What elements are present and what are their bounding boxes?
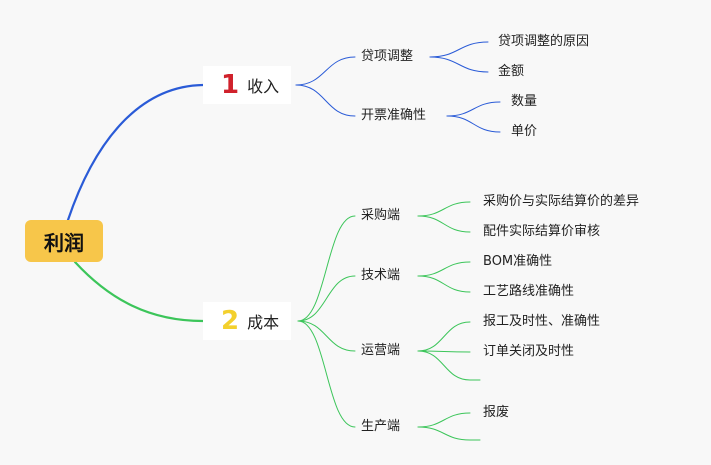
connector-production-item-0 bbox=[417, 412, 471, 428]
group-invoice-accuracy[interactable]: 开票准确性 bbox=[361, 108, 427, 123]
leaf-parts-settlement-audit[interactable]: 配件实际结算价审核 bbox=[483, 224, 601, 239]
root-label: 利润 bbox=[44, 230, 84, 255]
connector-credit-item-0 bbox=[429, 41, 489, 58]
leaf-bom-accuracy[interactable]: BOM准确性 bbox=[483, 254, 553, 269]
group-operations[interactable]: 运营端 bbox=[361, 343, 401, 358]
group-technical[interactable]: 技术端 bbox=[361, 268, 401, 283]
leaf-reporting-timeliness[interactable]: 报工及时性、准确性 bbox=[483, 314, 601, 329]
leaf-unit-price[interactable]: 单价 bbox=[511, 124, 538, 139]
root-node[interactable]: 利润 bbox=[25, 220, 103, 262]
connector-operations-item-2 bbox=[417, 350, 471, 381]
connector-revenue-group-1 bbox=[295, 84, 356, 117]
leaf-order-closing[interactable]: 订单关闭及时性 bbox=[483, 344, 575, 359]
leaf-routing-accuracy[interactable]: 工艺路线准确性 bbox=[483, 284, 575, 299]
leaf-quantity[interactable]: 数量 bbox=[511, 94, 538, 109]
connector-invoice-item-1 bbox=[446, 115, 501, 133]
leaf-credit-reason[interactable]: 贷项调整的原因 bbox=[498, 34, 590, 49]
connector-technical-item-1 bbox=[417, 275, 471, 293]
group-production[interactable]: 生产端 bbox=[361, 419, 401, 434]
connector-invoice-item-0 bbox=[446, 101, 501, 117]
number-two-icon: 2 bbox=[221, 306, 240, 336]
branch-revenue-label: 收入 bbox=[247, 77, 280, 96]
connector-procurement-item-1 bbox=[417, 215, 471, 233]
connector-cost-group-0 bbox=[297, 215, 356, 322]
connector-operations-item-0 bbox=[417, 321, 471, 352]
branch-revenue[interactable]: 1 收入 bbox=[203, 66, 292, 104]
connector-cost-group-2 bbox=[297, 320, 356, 352]
connector-root-revenue bbox=[66, 83, 205, 222]
branch-cost-label: 成本 bbox=[247, 313, 280, 332]
number-one-icon: 1 bbox=[221, 70, 240, 100]
connector-operations-item-1 bbox=[417, 350, 471, 353]
group-procurement[interactable]: 采购端 bbox=[361, 208, 401, 223]
branch-cost[interactable]: 2 成本 bbox=[203, 302, 292, 340]
group-credit-adjustment[interactable]: 贷项调整 bbox=[361, 49, 414, 64]
connector-revenue-group-0 bbox=[295, 56, 356, 86]
connector-cost-group-3 bbox=[297, 320, 356, 428]
connector-technical-item-0 bbox=[417, 261, 471, 277]
connector-production-item-1 bbox=[417, 426, 471, 441]
connector-procurement-item-0 bbox=[417, 201, 471, 217]
connector-cost-group-1 bbox=[297, 275, 356, 322]
leaf-scrap[interactable]: 报废 bbox=[483, 405, 510, 420]
connector-credit-item-1 bbox=[429, 56, 489, 73]
connector-root-cost bbox=[73, 260, 205, 323]
leaf-amount[interactable]: 金额 bbox=[498, 64, 525, 79]
leaf-price-difference[interactable]: 采购价与实际结算价的差异 bbox=[483, 194, 640, 209]
